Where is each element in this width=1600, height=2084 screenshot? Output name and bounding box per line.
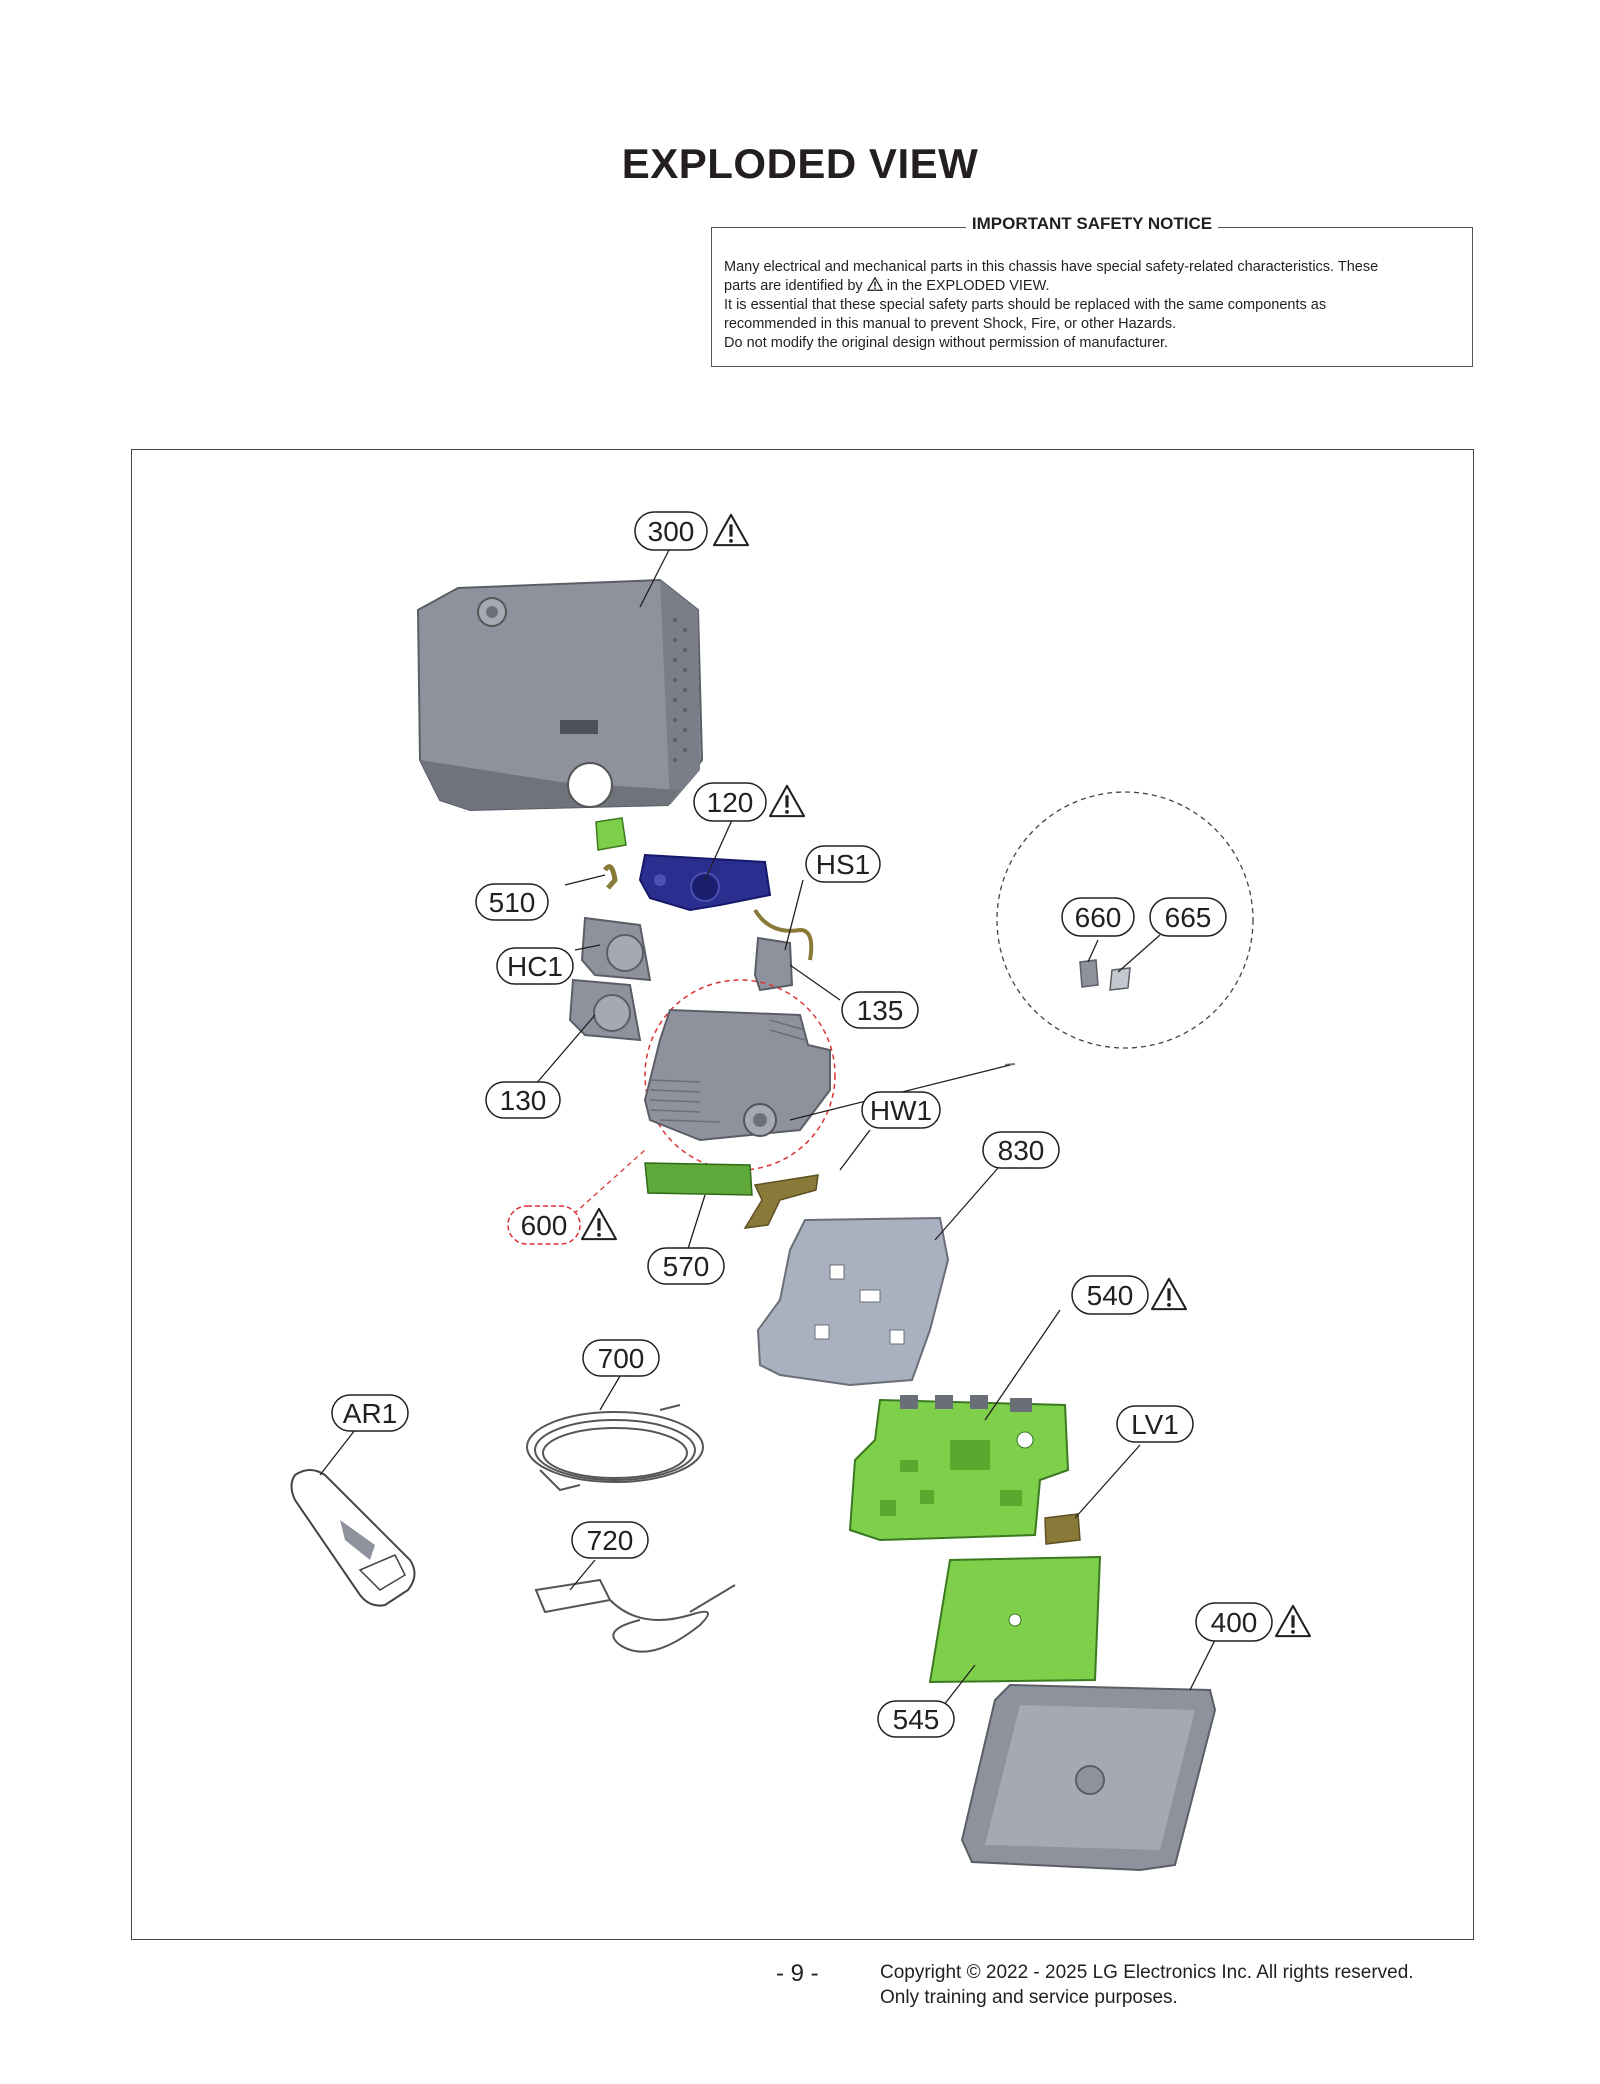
callout-720: 720	[571, 1521, 649, 1559]
svg-text:700: 700	[598, 1343, 645, 1374]
bottom-housing-400	[960, 1683, 1217, 1872]
svg-text:120: 120	[707, 787, 754, 818]
copyright-line: Copyright © 2022 - 2025 LG Electronics I…	[880, 1962, 1414, 1983]
diagram-frame	[131, 449, 1474, 1940]
svg-text:600: 600	[521, 1210, 568, 1241]
callout-660: 660	[1061, 897, 1135, 937]
leader-600	[566, 1149, 646, 1221]
lower-board-545	[928, 1555, 1102, 1684]
callout-570: 570	[647, 1247, 725, 1285]
page-number: - 9 -	[776, 1960, 819, 1987]
callout-lv1: LV1	[1116, 1405, 1194, 1443]
callout-hw1: HW1	[861, 1091, 941, 1129]
warning-triangle-icon	[1274, 1604, 1312, 1638]
warning-triangle-icon	[866, 277, 883, 291]
callout-600: 600	[507, 1205, 618, 1245]
safety-notice-heading: IMPORTANT SAFETY NOTICE	[965, 214, 1219, 233]
notice-line-3: It is essential that these special safet…	[724, 297, 1327, 313]
svg-text:510: 510	[489, 887, 536, 918]
callout-400: 400	[1195, 1602, 1312, 1642]
callout-665: 665	[1149, 897, 1227, 937]
remote-ar1	[290, 1469, 416, 1607]
callout-hc1: HC1	[496, 947, 574, 985]
warning-triangle-icon	[768, 784, 806, 818]
callout-300: 300	[634, 511, 750, 551]
copyright-notice: Copyright © 2022 - 2025 LG Electronics I…	[880, 1960, 1414, 2010]
svg-text:660: 660	[1075, 902, 1122, 933]
fan-130	[568, 978, 642, 1042]
svg-text:720: 720	[587, 1525, 634, 1556]
power-adapter-720	[534, 1578, 736, 1653]
safety-notice-text: Many electrical and mechanical parts in …	[724, 258, 1460, 353]
warning-triangle-icon	[712, 513, 750, 547]
fan-hc1	[580, 916, 652, 982]
bracket-830	[756, 1216, 950, 1387]
notice-line-5: Do not modify the original design withou…	[724, 335, 1169, 351]
board-lv1	[1044, 1513, 1081, 1545]
svg-text:HW1: HW1	[870, 1095, 932, 1126]
svg-text:830: 830	[998, 1135, 1045, 1166]
fan-135	[753, 936, 794, 992]
top-housing-300	[416, 578, 704, 812]
flex-cable-510	[602, 864, 618, 890]
part-660	[1079, 959, 1099, 988]
optical-engine-120	[638, 853, 772, 912]
usage-line: Only training and service purposes.	[880, 1987, 1178, 2008]
svg-text:HS1: HS1	[816, 849, 870, 880]
detail-circle-660-665	[996, 791, 1254, 1049]
callout-135: 135	[841, 991, 919, 1029]
svg-text:400: 400	[1211, 1607, 1258, 1638]
callout-510: 510	[475, 883, 549, 921]
callout-130: 130	[485, 1081, 561, 1119]
page-title: EXPLODED VIEW	[621, 140, 979, 187]
warning-triangle-icon	[1150, 1277, 1188, 1311]
power-cable-700	[526, 1404, 704, 1492]
cable-hs1	[753, 908, 814, 961]
notice-line-1: Many electrical and mechanical parts in …	[724, 259, 1379, 275]
light-engine-600	[643, 1008, 831, 1142]
callout-545: 545	[877, 1700, 955, 1738]
callout-ar1: AR1	[331, 1394, 409, 1432]
leader-lines	[319, 547, 1216, 1711]
callout-700: 700	[582, 1339, 660, 1377]
notice-line-4: recommended in this manual to prevent Sh…	[724, 316, 1177, 332]
svg-text:135: 135	[857, 995, 904, 1026]
small-board-510	[595, 817, 627, 851]
short-dash	[1004, 1063, 1016, 1066]
svg-text:570: 570	[663, 1251, 710, 1282]
board-570	[644, 1162, 753, 1196]
callout-120: 120	[693, 782, 806, 822]
part-665	[1109, 967, 1131, 991]
svg-text:130: 130	[500, 1085, 547, 1116]
svg-text:AR1: AR1	[343, 1398, 397, 1429]
svg-text:545: 545	[893, 1704, 940, 1735]
svg-text:665: 665	[1165, 902, 1212, 933]
safety-notice-box: IMPORTANT SAFETY NOTICE Many electrical …	[711, 214, 1473, 367]
flex-cable-hw1	[743, 1174, 819, 1229]
main-board-540	[848, 1395, 1070, 1542]
svg-text:LV1: LV1	[1131, 1409, 1179, 1440]
svg-text:540: 540	[1087, 1280, 1134, 1311]
warning-triangle-icon	[580, 1207, 618, 1241]
notice-line-2: parts are identified by in the EXPLODED …	[724, 277, 1050, 294]
svg-text:HC1: HC1	[507, 951, 563, 982]
callout-540: 540	[1071, 1275, 1188, 1315]
callout-hs1: HS1	[805, 845, 881, 883]
callout-830: 830	[982, 1131, 1060, 1169]
svg-text:300: 300	[648, 516, 695, 547]
